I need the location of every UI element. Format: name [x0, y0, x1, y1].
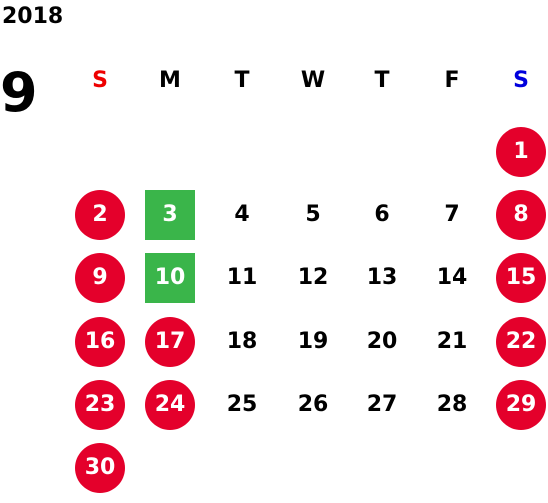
day-23[interactable]: 23 — [75, 380, 125, 430]
day-7[interactable]: 7 — [444, 202, 460, 227]
weekday-header-6: S — [513, 68, 529, 93]
day-15[interactable]: 15 — [496, 253, 546, 303]
day-9[interactable]: 9 — [75, 253, 125, 303]
month-number: 9 — [0, 61, 38, 124]
day-14[interactable]: 14 — [436, 265, 468, 290]
day-26[interactable]: 26 — [297, 392, 329, 417]
day-18[interactable]: 18 — [226, 329, 258, 354]
weekday-header-0: S — [92, 68, 108, 93]
day-10[interactable]: 10 — [145, 253, 195, 303]
day-21[interactable]: 21 — [436, 329, 468, 354]
weekday-header-1: M — [159, 68, 181, 93]
day-29[interactable]: 29 — [496, 380, 546, 430]
day-28[interactable]: 28 — [436, 392, 468, 417]
day-1[interactable]: 1 — [496, 127, 546, 177]
day-11[interactable]: 11 — [226, 265, 258, 290]
day-2[interactable]: 2 — [75, 190, 125, 240]
day-8[interactable]: 8 — [496, 190, 546, 240]
day-22[interactable]: 22 — [496, 317, 546, 367]
day-12[interactable]: 12 — [297, 265, 329, 290]
day-30[interactable]: 30 — [75, 443, 125, 493]
weekday-header-2: T — [234, 68, 250, 93]
day-27[interactable]: 27 — [366, 392, 398, 417]
day-16[interactable]: 16 — [75, 317, 125, 367]
weekday-header-4: T — [374, 68, 390, 93]
year-label: 2018 — [2, 4, 64, 29]
day-17[interactable]: 17 — [145, 317, 195, 367]
weekday-header-5: F — [444, 68, 460, 93]
day-5[interactable]: 5 — [305, 202, 321, 227]
day-24[interactable]: 24 — [145, 380, 195, 430]
day-25[interactable]: 25 — [226, 392, 258, 417]
weekday-header-3: W — [300, 68, 326, 93]
day-20[interactable]: 20 — [366, 329, 398, 354]
day-19[interactable]: 19 — [297, 329, 329, 354]
day-6[interactable]: 6 — [374, 202, 390, 227]
day-3[interactable]: 3 — [145, 190, 195, 240]
day-4[interactable]: 4 — [234, 202, 250, 227]
day-13[interactable]: 13 — [366, 265, 398, 290]
